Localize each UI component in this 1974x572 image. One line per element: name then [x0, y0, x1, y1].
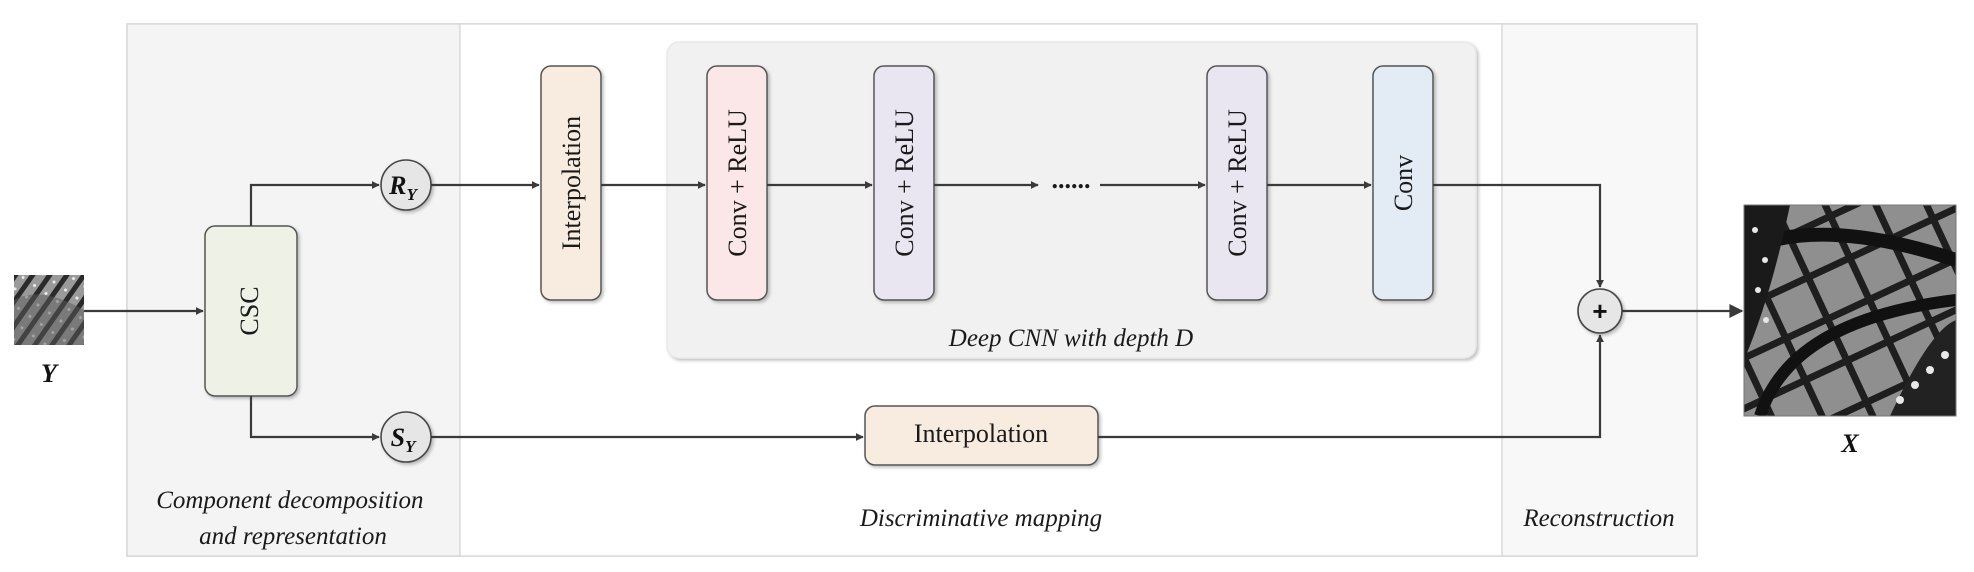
- output-label: X: [1840, 429, 1859, 458]
- sum-node: +: [1577, 288, 1623, 334]
- conv-relu-block-1: Conv + ReLU: [706, 65, 768, 301]
- ry-node: RY: [380, 159, 432, 211]
- mapping-label: Discriminative mapping: [859, 505, 1102, 532]
- svg-text:SY: SY: [391, 423, 417, 456]
- conv-relu-block-3: Conv + ReLU: [1206, 65, 1268, 301]
- input-image: [14, 275, 84, 345]
- sy-subscript: Y: [405, 437, 417, 456]
- conv-relu-block-2: Conv + ReLU: [873, 65, 935, 301]
- input-label: Y: [41, 359, 59, 388]
- conv-block-last: Conv: [1372, 65, 1434, 301]
- connections: [84, 181, 1744, 441]
- decomposition-label-line1: Component decomposition: [156, 487, 423, 514]
- conv-relu-label-3: Conv + ReLU: [1223, 109, 1252, 257]
- conv-relu-label-1: Conv + ReLU: [723, 109, 752, 257]
- interpolation-bottom-block: Interpolation: [864, 405, 1099, 466]
- interpolation-top-block: Interpolation: [540, 65, 602, 301]
- sum-operator: +: [1592, 296, 1607, 326]
- conv-relu-label-2: Conv + ReLU: [890, 109, 919, 257]
- csc-block: CSC: [204, 225, 298, 397]
- ry-subscript: Y: [406, 185, 418, 204]
- interpolation-top-label: Interpolation: [557, 116, 586, 250]
- sy-main: S: [391, 423, 405, 452]
- sy-node: SY: [380, 411, 432, 463]
- interpolation-bottom-label: Interpolation: [914, 419, 1048, 448]
- csc-label: CSC: [235, 286, 264, 335]
- output-image: [1743, 204, 1957, 417]
- deep-cnn-panel: [666, 41, 1477, 359]
- ry-main: R: [388, 171, 406, 200]
- ellipsis-text: ......: [1052, 165, 1091, 194]
- conv-last-label: Conv: [1389, 155, 1418, 211]
- svg-text:RY: RY: [388, 171, 418, 204]
- reconstruction-label: Reconstruction: [1522, 505, 1674, 532]
- decomposition-label-line2: and representation: [199, 523, 387, 550]
- deep-cnn-label: Deep CNN with depth D: [948, 325, 1193, 352]
- svg-text:Component decomposition an: Component decomposition and representati…: [156, 487, 430, 550]
